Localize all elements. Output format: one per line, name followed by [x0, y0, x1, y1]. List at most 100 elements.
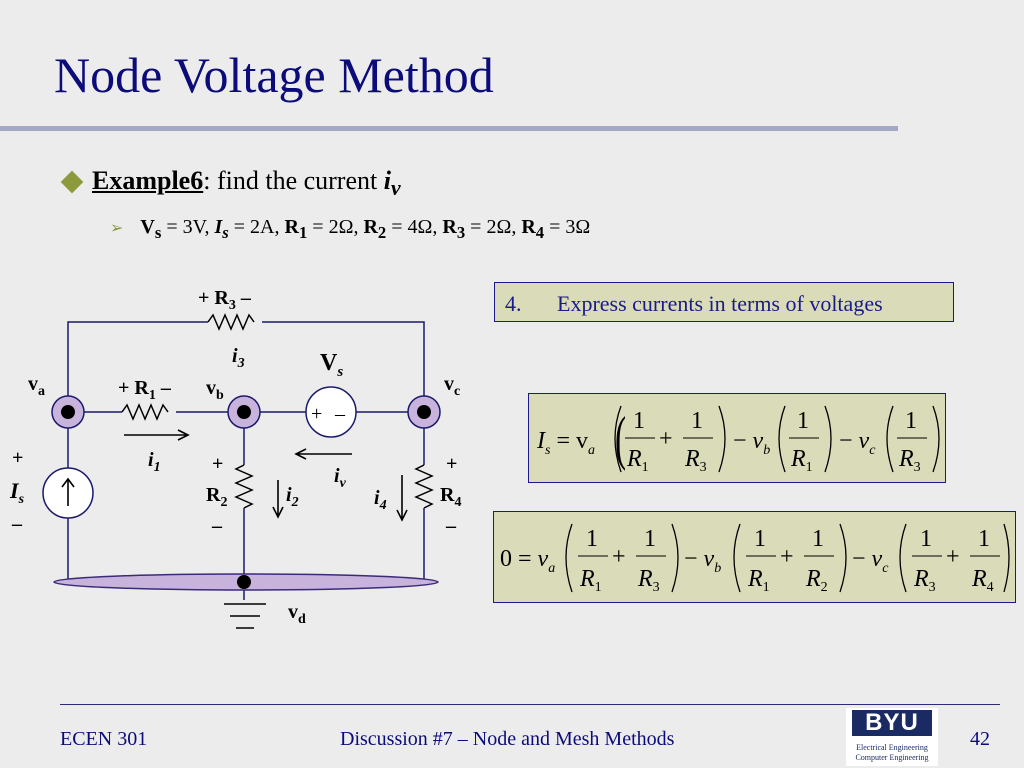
example-var: i — [383, 166, 391, 195]
vc-label: vc — [444, 373, 460, 399]
svg-text:+: + — [659, 426, 673, 452]
is-value: = 2A, — [228, 216, 285, 238]
vs-sub: s — [154, 223, 162, 242]
example-sub: v — [390, 176, 401, 201]
r1-sub: 1 — [298, 223, 308, 242]
r1-name: R — [284, 216, 299, 238]
r4-name: R — [521, 216, 536, 238]
svg-text:1: 1 — [633, 408, 645, 434]
r1-value: = 2Ω, — [307, 216, 364, 238]
page-title: Node Voltage Method — [54, 47, 494, 103]
r2-plus: + — [212, 453, 223, 475]
i1-label: i1 — [148, 449, 161, 475]
svg-text:R3: R3 — [898, 446, 921, 475]
svg-text:+: + — [946, 544, 960, 570]
is-minus: – — [11, 513, 23, 535]
svg-text:(: ( — [615, 406, 626, 472]
svg-text:R3: R3 — [913, 566, 936, 595]
r2-value: = 4Ω, — [386, 216, 443, 238]
r4-sub: 4 — [535, 223, 545, 242]
i2-arrow-icon — [272, 480, 284, 519]
svg-text:+: + — [311, 403, 322, 425]
svg-text:+: + — [780, 544, 794, 570]
svg-text:R3: R3 — [637, 566, 660, 595]
va-label: va — [28, 373, 45, 399]
node-vc — [407, 395, 441, 429]
r4-label: R4 — [440, 484, 461, 510]
vb-label: vb — [206, 377, 224, 403]
i3-label: i3 — [232, 345, 245, 371]
i4-label: i4 — [374, 487, 387, 513]
diamond-bullet-icon — [60, 170, 84, 194]
svg-text:− vb: − vb — [684, 546, 721, 576]
r2-label: R2 — [206, 484, 227, 510]
is-sub: s — [222, 223, 229, 242]
current-source-icon — [42, 467, 94, 519]
course-label: ECEN 301 — [60, 728, 148, 750]
byu-logo: BYU Electrical Engineering Computer Engi… — [846, 708, 938, 766]
is-plus: + — [12, 447, 23, 469]
ground-icon — [224, 603, 266, 629]
step-box: 4. Express currents in terms of voltages — [494, 282, 954, 322]
r3-sub: 3 — [456, 223, 466, 242]
r2-minus: – — [211, 515, 223, 537]
svg-text:1: 1 — [812, 526, 824, 552]
iv-label: iv — [334, 465, 347, 491]
svg-text:1: 1 — [797, 408, 809, 434]
svg-text:0 = va: 0 = va — [500, 546, 555, 576]
vs-label: Vs — [320, 350, 343, 380]
logo-mark: BYU — [852, 710, 932, 736]
vs-value: = 3V, — [161, 216, 215, 238]
example-label: Example6 — [92, 166, 204, 195]
svg-text:1: 1 — [905, 408, 917, 434]
title-divider — [0, 126, 898, 131]
node-va — [51, 395, 85, 429]
footer-title: Discussion #7 – Node and Mesh Methods — [340, 728, 675, 750]
footer-divider — [60, 704, 1000, 705]
r3-label: + R3 – — [198, 287, 252, 313]
svg-text:1: 1 — [754, 526, 766, 552]
svg-text:R1: R1 — [790, 446, 813, 475]
i1-arrow-icon — [124, 429, 190, 441]
svg-text:R2: R2 — [805, 566, 828, 595]
r2-name: R — [363, 216, 378, 238]
vd-label: vd — [288, 601, 306, 627]
circuit-diagram: +– + R3 – i3 Vs va + R1 – vb vc i1 iv + … — [9, 287, 461, 629]
svg-text:1: 1 — [920, 526, 932, 552]
svg-text:1: 1 — [586, 526, 598, 552]
r4-plus: + — [446, 453, 457, 475]
svg-text:R3: R3 — [684, 446, 707, 475]
logo-line-2: Computer Engineering — [855, 753, 929, 762]
svg-text:R1: R1 — [626, 446, 649, 475]
r2-sub: 2 — [377, 223, 387, 242]
r4-value: = 3Ω — [544, 216, 591, 238]
bullet-example: Example6: find the current iv — [58, 166, 401, 201]
r4-minus: – — [445, 515, 457, 537]
voltage-source-icon: +– — [305, 386, 357, 438]
vs-name: V — [140, 216, 155, 238]
page-number: 42 — [970, 728, 990, 750]
step-text: Express currents in terms of voltages — [557, 291, 883, 316]
bullet-values: ➢ Vs = 3V, Is = 2A, R1 = 2Ω, R2 = 4Ω, R3… — [110, 216, 590, 243]
node-vb — [227, 395, 261, 429]
logo-line-1: Electrical Engineering — [856, 743, 928, 752]
svg-text:Is = va: Is = va — [536, 428, 595, 458]
svg-text:+: + — [612, 544, 626, 570]
step-number: 4. — [505, 291, 522, 316]
i4-arrow-icon — [396, 475, 408, 522]
svg-text:R1: R1 — [747, 566, 770, 595]
node-vd — [237, 575, 251, 589]
arrow-bullet-icon: ➢ — [110, 218, 124, 237]
svg-text:− vb: − vb — [733, 428, 770, 458]
svg-text:R1: R1 — [579, 566, 602, 595]
example-text: : find the current — [203, 166, 384, 195]
r1-label: + R1 – — [118, 377, 172, 403]
svg-text:–: – — [334, 403, 346, 425]
r3-name: R — [442, 216, 457, 238]
is-label: Is — [9, 478, 25, 507]
svg-text:1: 1 — [691, 408, 703, 434]
i2-label: i2 — [286, 484, 299, 510]
iv-arrow-icon — [294, 448, 352, 460]
